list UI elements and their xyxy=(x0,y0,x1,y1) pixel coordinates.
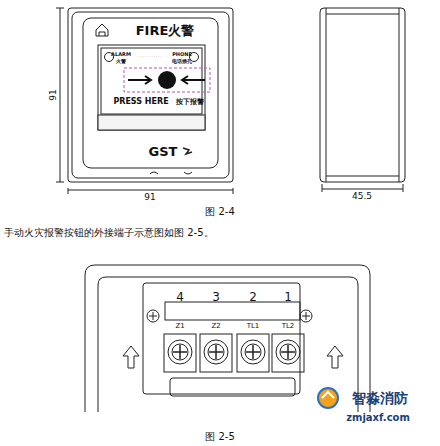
brand-logo: GST xyxy=(149,145,178,158)
button-label: 按下报警 xyxy=(176,99,204,106)
socket-label: 电话插孔 xyxy=(172,59,192,64)
terminal-number: 4 xyxy=(176,291,184,303)
figure-caption: 图 2-4 xyxy=(205,207,235,217)
terminal-number: 2 xyxy=(249,291,257,303)
indicator-label: 火警 xyxy=(116,59,126,64)
dimension: 91 xyxy=(49,89,58,100)
indicator-label: ALARM xyxy=(111,52,131,57)
figure-caption: 图 2-5 xyxy=(205,432,235,442)
svg-text:· · · · · · · · · · ·: · · · · · · · · · · · xyxy=(138,55,161,59)
terminal-number: 3 xyxy=(212,291,220,303)
dimension: 45.5 xyxy=(352,192,372,201)
watermark: zmjaxf.com xyxy=(346,413,410,423)
terminal-name: TL2 xyxy=(282,323,295,330)
terminal-number: 1 xyxy=(284,291,292,303)
socket-label: PHONE xyxy=(172,52,192,57)
terminal-name: Z2 xyxy=(211,323,220,330)
button-label: PRESS HERE xyxy=(113,98,168,106)
terminal-name: Z1 xyxy=(175,323,184,330)
dimension: 91 xyxy=(144,193,155,202)
watermark: 智淼消防 xyxy=(352,391,408,405)
panel-title: FIRE火警 xyxy=(136,24,195,37)
note-text: 手动火灾报警按钮的外接端子示意图如图 2-5。 xyxy=(4,228,214,238)
terminal-name: TL1 xyxy=(247,323,260,330)
